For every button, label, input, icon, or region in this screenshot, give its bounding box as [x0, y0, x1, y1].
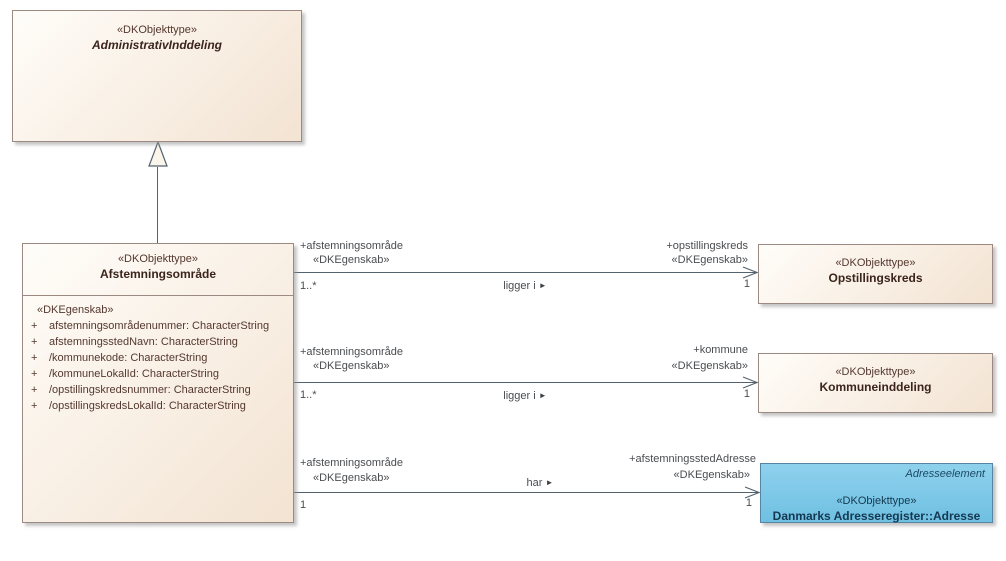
direction-arrow-icon: ►: [538, 391, 547, 400]
attribute-row: + /kommuneLokalId: CharacterString: [31, 366, 287, 382]
assoc2-target-role: +kommune: [693, 344, 748, 356]
assoc1-target-role: +opstillingskreds: [666, 240, 748, 252]
attribute-text: afstemningsområdenummer: CharacterString: [49, 320, 270, 332]
open-arrowhead-icon: [742, 266, 758, 279]
visibility-marker: +: [31, 384, 38, 396]
assoc1-target-multiplicity: 1: [743, 278, 750, 290]
open-arrowhead-icon: [744, 486, 760, 499]
attribute-row: + /kommunekode: CharacterString: [31, 350, 287, 366]
generalization-line: [157, 167, 158, 243]
element-type-label: Adresseelement: [905, 468, 986, 480]
class-header: «DKObjekttype» AdministrativInddeling: [13, 11, 301, 53]
class-opstillingskreds[interactable]: «DKObjekttype» Opstillingskreds: [758, 244, 993, 304]
association-line-har-adresse: [294, 492, 758, 493]
visibility-marker: +: [31, 352, 38, 364]
visibility-marker: +: [31, 336, 38, 348]
assoc1-target-stereotype: «DKEgenskab»: [671, 254, 748, 266]
class-stereotype: «DKObjekttype»: [835, 257, 916, 269]
direction-arrow-icon: ►: [538, 281, 547, 290]
assoc2-name-text: ligger i: [503, 390, 536, 402]
visibility-marker: +: [31, 368, 38, 380]
assoc3-name-text: har: [526, 477, 543, 489]
class-name: Afstemningsområde: [99, 267, 217, 281]
class-name: Danmarks Adresseregister::Adresse: [772, 509, 981, 523]
assoc1-source-multiplicity: 1..*: [300, 280, 317, 292]
attribute-row: + afstemningsstedNavn: CharacterString: [31, 334, 287, 350]
class-adresse[interactable]: Adresseelement «DKObjekttype» Danmarks A…: [760, 463, 993, 523]
assoc3-target-role: +afstemningsstedAdresse: [629, 453, 756, 465]
attributes-stereotype: «DKEgenskab»: [37, 304, 114, 316]
attribute-row: + /opstillingskredsnummer: CharacterStri…: [31, 382, 287, 398]
association-line-ligger-i-kommuneinddeling: [294, 382, 756, 383]
attributes-compartment: «DKEgenskab» + afstemningsområdenummer: …: [23, 295, 293, 414]
class-stereotype: «DKObjekttype»: [835, 366, 916, 378]
class-name: AdministrativInddeling: [91, 38, 222, 52]
visibility-marker: +: [31, 320, 38, 332]
assoc2-name: ligger i ►: [480, 389, 570, 403]
class-administrativinddeling[interactable]: «DKObjekttype» AdministrativInddeling: [12, 10, 302, 142]
assoc2-target-stereotype: «DKEgenskab»: [671, 360, 748, 372]
assoc1-name: ligger i ►: [480, 279, 570, 293]
class-header: «DKObjekttype» Kommuneinddeling: [759, 354, 992, 395]
class-header: «DKObjekttype» Danmarks Adresseregister:…: [761, 464, 992, 524]
attribute-row: + afstemningsområdenummer: CharacterStri…: [31, 318, 287, 334]
assoc2-target-multiplicity: 1: [743, 388, 750, 400]
assoc1-source-role: +afstemningsområde: [300, 240, 404, 252]
class-stereotype: «DKObjekttype»: [836, 495, 917, 507]
assoc1-name-text: ligger i: [503, 280, 536, 292]
attribute-row: + /opstillingskredsLokalId: CharacterStr…: [31, 398, 287, 414]
direction-arrow-icon: ►: [545, 478, 554, 487]
attribute-text: /opstillingskredsnummer: CharacterString: [49, 384, 251, 396]
assoc3-target-stereotype: «DKEgenskab»: [673, 469, 750, 481]
assoc3-source-role: +afstemningsområde: [300, 457, 404, 469]
assoc2-source-stereotype: «DKEgenskab»: [313, 360, 390, 372]
assoc2-source-multiplicity: 1..*: [300, 389, 317, 401]
assoc3-target-multiplicity: 1: [745, 497, 752, 509]
class-afstemningsomraade[interactable]: «DKObjekttype» Afstemningsområde «DKEgen…: [22, 243, 294, 523]
class-name: Opstillingskreds: [828, 271, 923, 285]
assoc3-name: har ►: [500, 476, 580, 490]
class-stereotype: «DKObjekttype»: [116, 24, 198, 36]
class-header: «DKObjekttype» Opstillingskreds: [759, 245, 992, 286]
visibility-marker: +: [31, 400, 38, 412]
class-header: «DKObjekttype» Afstemningsområde: [23, 244, 293, 295]
assoc1-source-stereotype: «DKEgenskab»: [313, 254, 390, 266]
open-arrowhead-icon: [742, 376, 758, 389]
class-name: Kommuneinddeling: [819, 380, 932, 394]
attribute-text: /kommuneLokalId: CharacterString: [49, 368, 219, 380]
association-line-ligger-i-opstillingskreds: [294, 272, 756, 273]
generalization-arrowhead-icon: [148, 141, 168, 167]
class-kommuneinddeling[interactable]: «DKObjekttype» Kommuneinddeling: [758, 353, 993, 413]
attribute-text: /kommunekode: CharacterString: [49, 352, 208, 364]
assoc2-source-role: +afstemningsområde: [300, 346, 404, 358]
assoc3-source-multiplicity: 1: [300, 499, 307, 511]
attribute-text: /opstillingskredsLokalId: CharacterStrin…: [49, 400, 246, 412]
class-stereotype: «DKObjekttype»: [117, 253, 199, 265]
attribute-text: afstemningsstedNavn: CharacterString: [49, 336, 238, 348]
assoc3-source-stereotype: «DKEgenskab»: [313, 472, 390, 484]
